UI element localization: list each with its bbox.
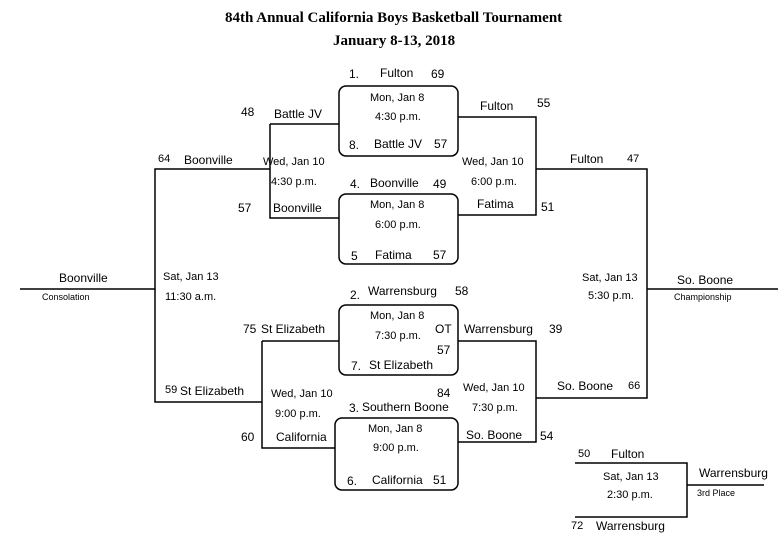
- g3-score-top: 58: [455, 284, 469, 298]
- g2-seed-bot: 5: [351, 249, 358, 263]
- final-score-top: 47: [627, 153, 640, 165]
- g4-score-bot: 51: [433, 473, 447, 487]
- final-team-bot: So. Boone: [557, 379, 614, 393]
- cons-semi1-team-top: Battle JV: [274, 107, 323, 121]
- cons-final-score-top: 64: [158, 153, 171, 165]
- final-team-top: Fulton: [570, 152, 604, 166]
- semi2-score-top: 39: [549, 322, 563, 336]
- semi2-bracket: [458, 340, 537, 443]
- page-title: 84th Annual California Boys Basketball T…: [225, 10, 563, 26]
- cons-final-winner: Boonville: [59, 271, 108, 285]
- cons-semi1-time: 4:30 p.m.: [271, 176, 317, 188]
- g4-seed-top: 3.: [349, 401, 360, 415]
- g1-team-bot: Battle JV: [374, 137, 423, 151]
- g3-team-top: Warrensburg: [368, 284, 437, 298]
- g4-team-bot: California: [372, 473, 423, 487]
- game-box-g1: [338, 85, 459, 157]
- third-time: 2:30 p.m.: [607, 489, 653, 501]
- g2-score-top: 49: [433, 177, 447, 191]
- cons-semi1-score-bot: 57: [238, 201, 252, 215]
- cons-semi1-score-top: 48: [241, 105, 255, 119]
- g4-time: 9:00 p.m.: [373, 442, 419, 454]
- final-winner: So. Boone: [677, 273, 734, 287]
- final-date: Sat, Jan 13: [582, 272, 638, 284]
- semi1-date: Wed, Jan 10: [462, 156, 524, 168]
- semi1-score-bot: 51: [541, 200, 555, 214]
- g2-team-top: Boonville: [370, 176, 419, 190]
- semi1-score-top: 55: [537, 96, 551, 110]
- semi2-score-bot: 54: [540, 429, 554, 443]
- third-team-top: Fulton: [611, 447, 645, 461]
- g3-seed-top: 2.: [350, 288, 361, 302]
- g2-seed-top: 4.: [350, 177, 361, 191]
- third-date: Sat, Jan 13: [603, 471, 659, 483]
- g3-time: 7:30 p.m.: [375, 330, 421, 342]
- g1-seed-top: 1.: [349, 67, 360, 81]
- final-bracket: [536, 168, 648, 399]
- g1-score-top: 69: [431, 67, 445, 81]
- cons-semi2-score-top: 75: [243, 322, 257, 336]
- cons-semi2-time: 9:00 p.m.: [275, 408, 321, 420]
- g4-score-top: 84: [437, 386, 451, 400]
- final-label: Championship: [674, 292, 732, 302]
- game-box-g4: [334, 417, 459, 491]
- cons-final-time: 11:30 a.m.: [165, 291, 217, 303]
- semi2-team-bot: So. Boone: [466, 428, 523, 442]
- cons-final-score-bot: 59: [165, 384, 178, 396]
- semi1-team-top: Fulton: [480, 99, 514, 113]
- third-winner: Warrensburg: [699, 466, 768, 480]
- g1-team-top: Fulton: [380, 66, 414, 80]
- g1-seed-bot: 8.: [349, 138, 360, 152]
- third-team-bot: Warrensburg: [596, 519, 665, 533]
- g2-time: 6:00 p.m.: [375, 219, 421, 231]
- semi1-bracket: [458, 116, 537, 216]
- cons-semi2-team-top: St Elizabeth: [261, 322, 326, 336]
- semi2-team-top: Warrensburg: [464, 322, 533, 336]
- cons-final-bracket: [154, 168, 270, 403]
- game-box-g2: [338, 193, 459, 265]
- g3-seed-bot: 7.: [351, 359, 362, 373]
- third-bracket: [575, 462, 688, 518]
- cons-final-team-top: Boonville: [184, 153, 233, 167]
- cons-final-label: Consolation: [42, 292, 90, 302]
- g4-date: Mon, Jan 8: [368, 423, 423, 435]
- g3-score-bot: 57: [437, 343, 451, 357]
- semi2-time: 7:30 p.m.: [472, 402, 518, 414]
- g1-time: 4:30 p.m.: [375, 111, 421, 123]
- g3-ot-label: OT: [435, 322, 452, 336]
- cons-semi1-team-bot: Boonville: [273, 201, 322, 215]
- final-time: 5:30 p.m.: [588, 290, 634, 302]
- semi1-time: 6:00 p.m.: [471, 176, 517, 188]
- g2-score-bot: 57: [433, 248, 447, 262]
- g1-score-bot: 57: [434, 137, 448, 151]
- semi2-date: Wed, Jan 10: [463, 382, 525, 394]
- g3-date: Mon, Jan 8: [370, 310, 425, 322]
- third-score-top: 50: [578, 448, 591, 460]
- cons-final-date: Sat, Jan 13: [163, 271, 219, 283]
- final-score-bot: 66: [628, 380, 641, 392]
- third-label: 3rd Place: [697, 488, 736, 498]
- g1-date: Mon, Jan 8: [370, 92, 425, 104]
- g2-team-bot: Fatima: [375, 248, 412, 262]
- cons-final-team-bot: St Elizabeth: [180, 384, 245, 398]
- cons-semi1-date: Wed, Jan 10: [263, 156, 325, 168]
- g3-team-bot: St Elizabeth: [369, 358, 434, 372]
- cons-semi2-team-bot: California: [276, 430, 327, 444]
- g4-seed-bot: 6.: [347, 474, 358, 488]
- third-score-bot: 72: [571, 520, 584, 532]
- game-box-g3: [338, 304, 459, 376]
- g4-team-top: Southern Boone: [362, 400, 449, 414]
- semi1-team-bot: Fatima: [477, 197, 514, 211]
- cons-semi2-date: Wed, Jan 10: [271, 388, 333, 400]
- cons-semi2-score-bot: 60: [241, 430, 255, 444]
- page-subtitle: January 8-13, 2018: [333, 33, 456, 49]
- g2-date: Mon, Jan 8: [370, 199, 425, 211]
